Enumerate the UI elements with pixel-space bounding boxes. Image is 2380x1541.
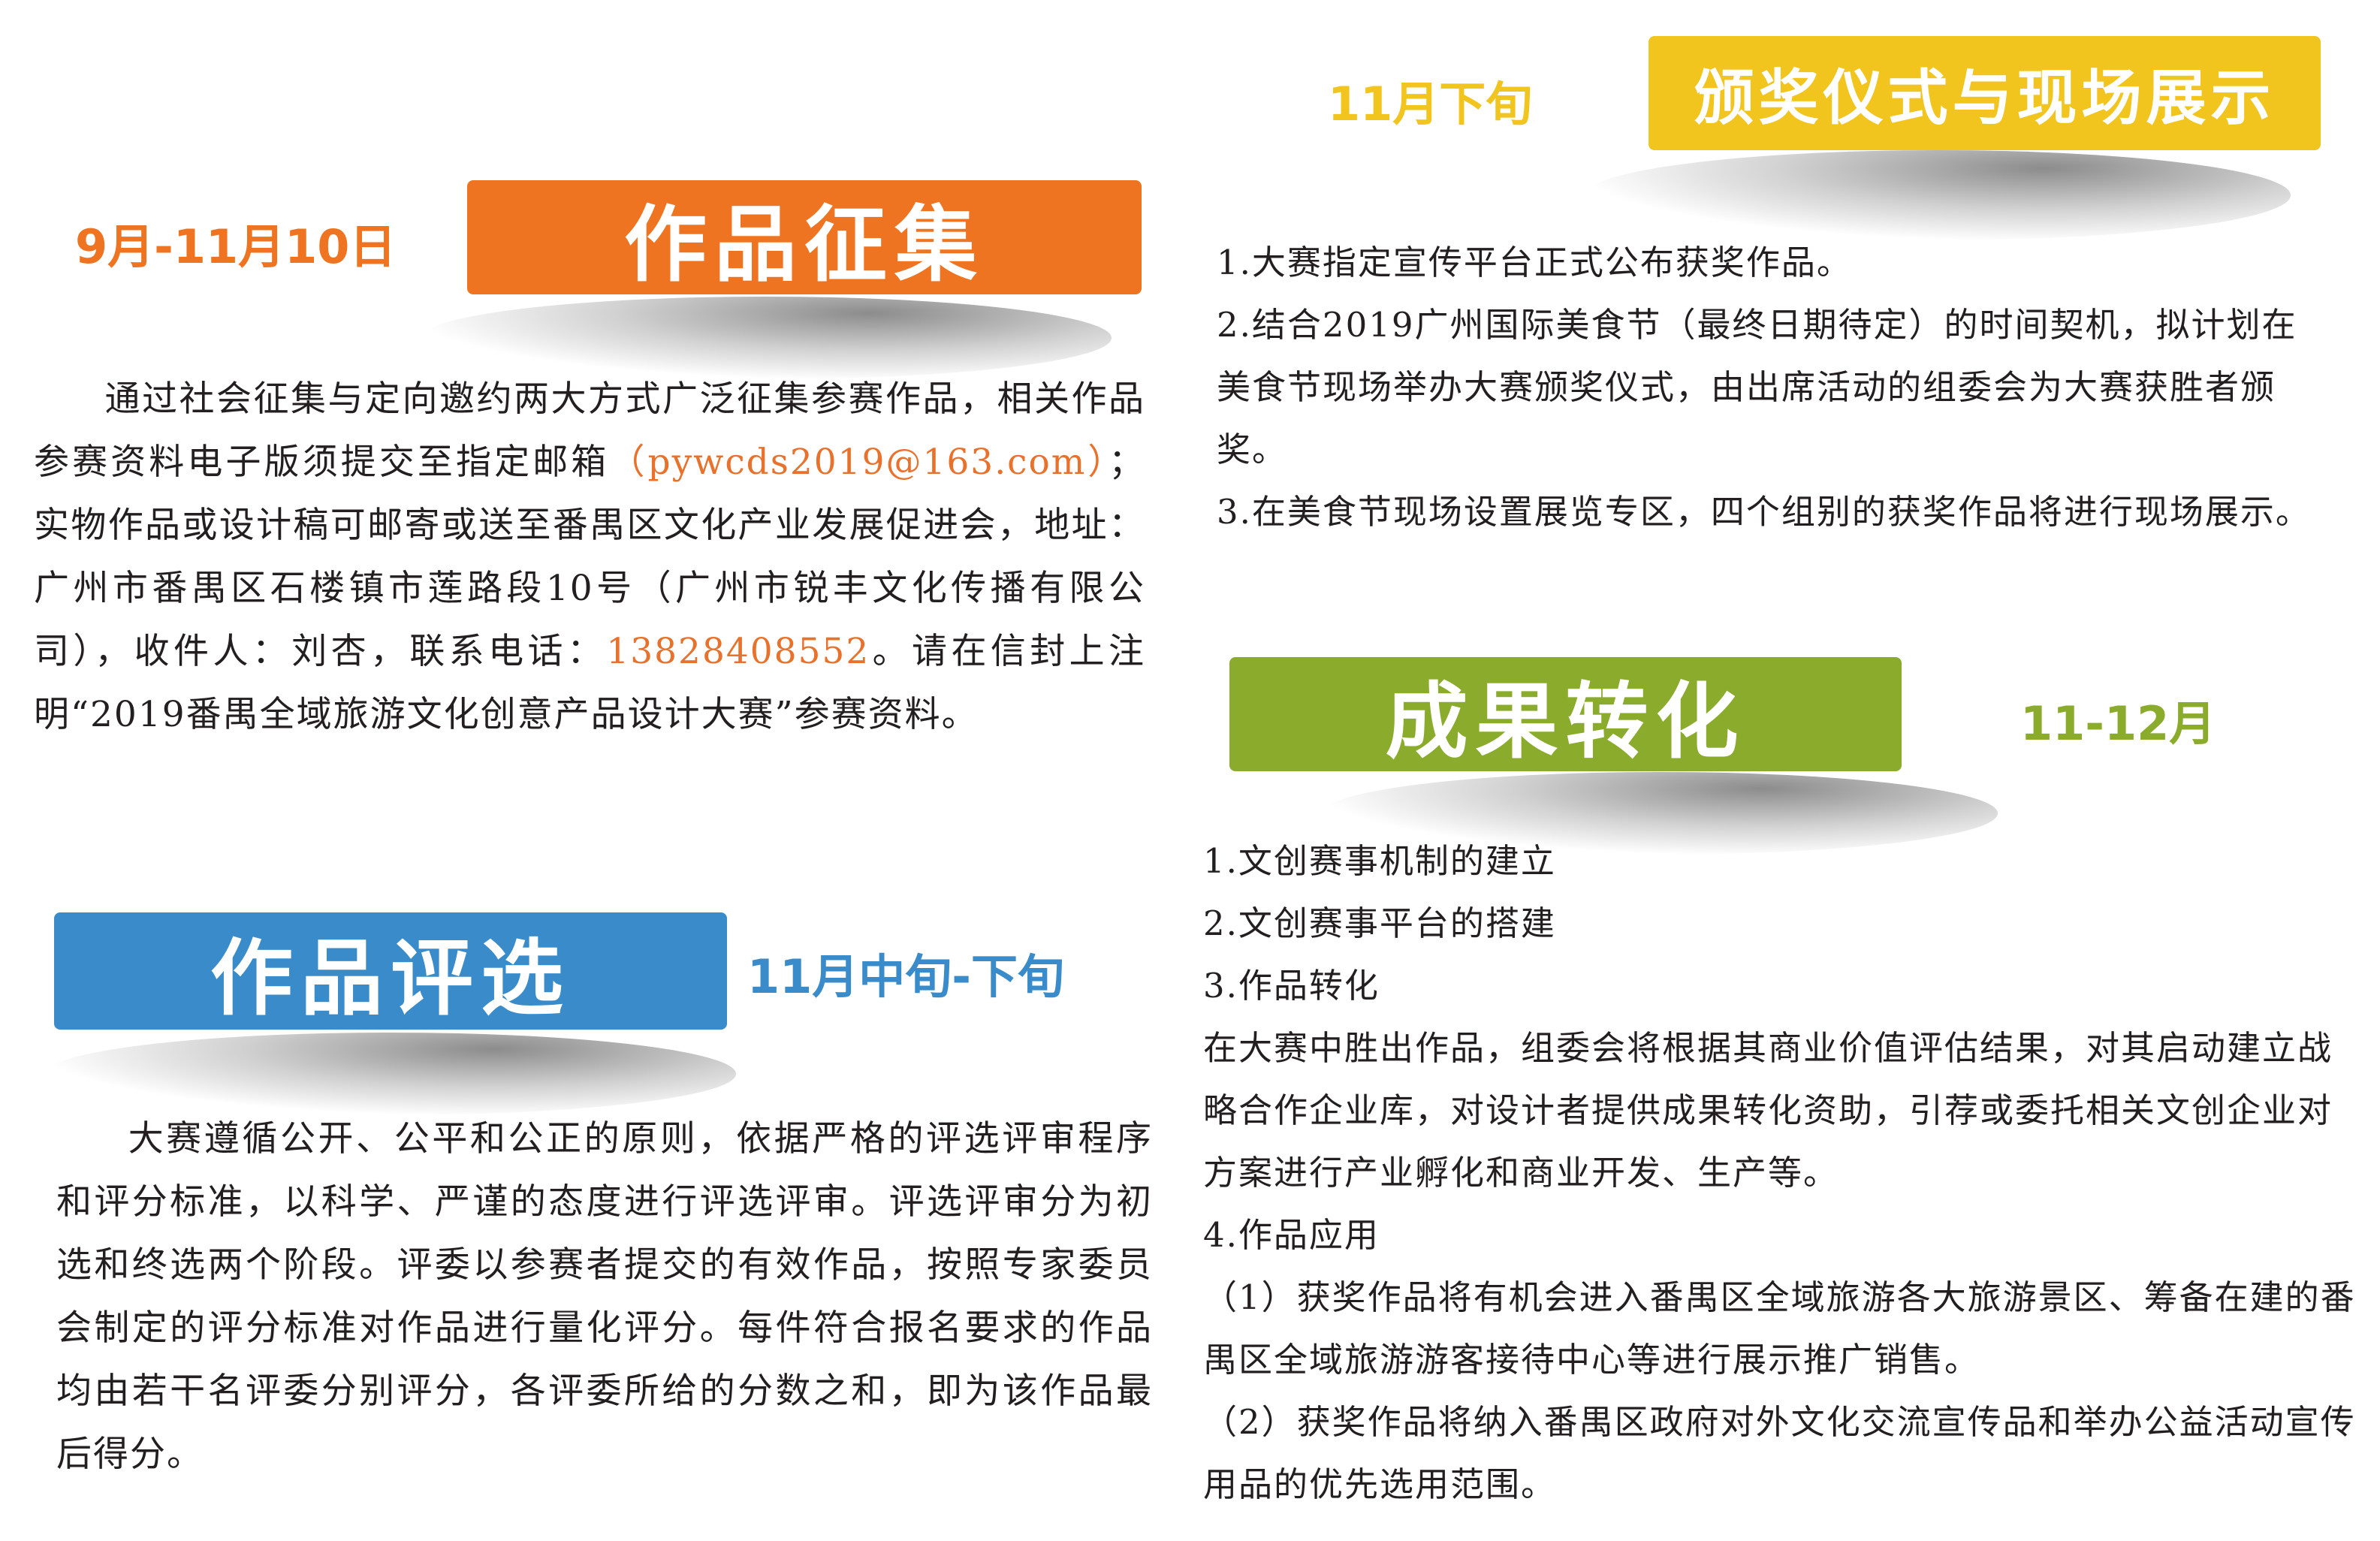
collect-title-banner: 作品征集 — [467, 180, 1142, 294]
collect-text: 通过社会征集与定向邀约两大方式广泛征集参赛作品，相关作品参赛资料电子版须提交至指… — [34, 368, 1145, 746]
review-text: 大赛遵循公开、公平和公正的原则，依据严格的评选评审程序和评分标准，以科学、严谨的… — [56, 1108, 1153, 1486]
review-banner-shadow — [45, 1033, 736, 1115]
result-item-4-2: （2）获奖作品将纳入番禺区政府对外文化交流宣传品和举办公益活动宣传用品的优先选用… — [1203, 1402, 2356, 1504]
review-text-body: 大赛遵循公开、公平和公正的原则，依据严格的评选评审程序和评分标准，以科学、严谨的… — [56, 1118, 1153, 1475]
review-date: 11月中旬-下旬 — [747, 949, 1065, 1004]
collect-text-part2: ；实物作品或设计稿可邮寄或送至番禺区文化产业发展促进会，地址：广州市番禺区石楼镇… — [34, 442, 1146, 672]
result-item-4-1: （1）获奖作品将有机会进入番禺区全域旅游各大旅游景区、筹备在建的番禺区全域旅游游… — [1203, 1277, 2356, 1380]
result-date: 11-12月 — [2020, 696, 2216, 751]
collect-text-part1: 通过社会征集与定向邀约两大方式广泛征集参赛作品，相关作品参赛资料电子版须提交至指… — [34, 378, 1145, 483]
result-item-2: 2.文创赛事平台的搭建 — [1203, 903, 1556, 943]
collect-email: （pywcds2019@163.com） — [609, 442, 1109, 483]
collect-phone: 13828408552 — [606, 631, 870, 672]
collect-date: 9月-11月10日 — [75, 219, 397, 274]
award-banner-shadow — [1585, 150, 2291, 240]
collect-banner-shadow — [421, 297, 1112, 379]
award-item-3: 3.在美食节现场设置展览专区，四个组别的获奖作品将进行现场展示。 — [1217, 492, 2311, 532]
result-list: 1.文创赛事机制的建立 2.文创赛事平台的搭建 3.作品转化 在大赛中胜出作品，… — [1203, 830, 2360, 1515]
award-title-banner: 颁奖仪式与现场展示 — [1649, 36, 2321, 150]
result-item-3: 3.作品转化 — [1203, 966, 1380, 1006]
award-item-2: 2.结合2019广州国际美食节（最终日期待定）的时间契机，拟计划在美食节现场举办… — [1217, 305, 2297, 469]
review-title-banner: 作品评选 — [54, 912, 727, 1030]
award-list: 1.大赛指定宣传平台正式公布获奖作品。 2.结合2019广州国际美食节（最终日期… — [1217, 231, 2313, 543]
result-item-4: 4.作品应用 — [1203, 1215, 1380, 1255]
result-item-1: 1.文创赛事机制的建立 — [1203, 841, 1556, 881]
result-title-banner: 成果转化 — [1229, 657, 1902, 771]
award-date: 11月下旬 — [1328, 77, 1533, 131]
result-banner-shadow — [1322, 772, 1998, 855]
result-item-3-desc: 在大赛中胜出作品，组委会将根据其商业价值评估结果，对其启动建立战略合作企业库，对… — [1203, 1028, 2333, 1193]
award-item-1: 1.大赛指定宣传平台正式公布获奖作品。 — [1217, 243, 1852, 282]
collect-text-part3: 。请在信封上注明“2019番禺全域旅游文化创意产品设计大赛”参赛资料。 — [34, 631, 1146, 735]
